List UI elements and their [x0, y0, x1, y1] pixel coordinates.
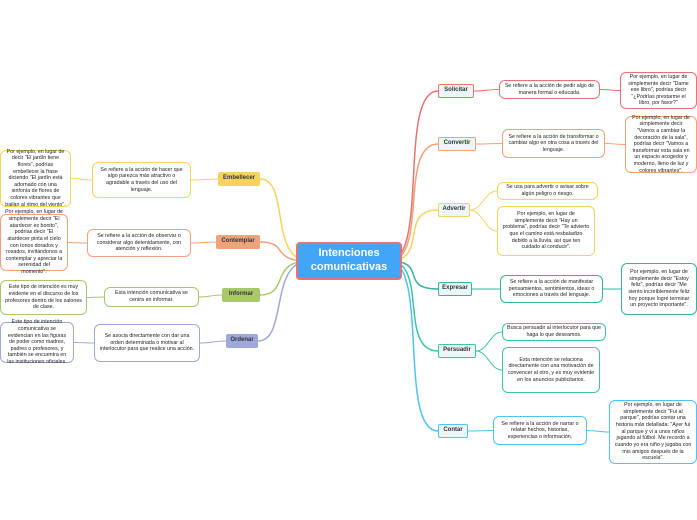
topic-persuadir[interactable]: Persuadir	[438, 344, 476, 358]
example-ordenar[interactable]: Este tipo de intención comunicativa se e…	[0, 319, 74, 365]
definition-informar[interactable]: Esta intención comunicativa se centra en…	[104, 287, 199, 307]
connector-ex-embellecer	[70, 178, 93, 181]
example-embellecer[interactable]: Por ejemplo, en lugar de decir "El jardí…	[0, 149, 71, 208]
example-expresar[interactable]: Por ejemplo, en lugar de simplemente dec…	[621, 263, 697, 315]
connector-def-persuadir	[475, 331, 503, 352]
topic-solicitar[interactable]: Solicitar	[438, 84, 474, 98]
connector-def-contar	[467, 430, 494, 432]
definition-expresar[interactable]: Se refiere a la acción de manifestar pen…	[500, 275, 603, 303]
connector-def-convertir	[475, 143, 503, 145]
connector-def-contemplar	[190, 241, 217, 244]
connector-ex-informar	[86, 296, 105, 298]
connector-contar	[388, 260, 439, 432]
connector-ex-ordenar	[73, 342, 95, 344]
topic-informar[interactable]: Informar	[222, 288, 260, 302]
example-persuadir[interactable]: Esta intención se relaciona directamente…	[502, 347, 600, 393]
example-contar[interactable]: Por ejemplo, en lugar de simplemente dec…	[609, 400, 697, 464]
connector-ex-advertir	[469, 209, 498, 232]
connector-ex-contemplar	[67, 242, 88, 244]
connector-ex-persuadir	[475, 350, 503, 371]
topic-advertir[interactable]: Advertir	[438, 203, 470, 217]
definition-advertir[interactable]: Se usa para advertir o avisar sobre algú…	[497, 182, 598, 200]
example-convertir[interactable]: Por ejemplo, en lugar de simplemente dec…	[625, 115, 697, 174]
connector-def-advertir	[469, 190, 498, 211]
topic-ordenar[interactable]: Ordenar	[226, 334, 258, 348]
central-topic[interactable]: Intenciones comunicativas	[296, 242, 402, 280]
connector-def-informar	[198, 294, 223, 298]
topic-expresar[interactable]: Expresar	[438, 282, 472, 296]
topic-contar[interactable]: Contar	[438, 424, 468, 438]
topic-convertir[interactable]: Convertir	[438, 137, 476, 151]
example-contemplar[interactable]: Por ejemplo, en lugar de simplemente dec…	[0, 209, 68, 275]
connector-def-ordenar	[199, 340, 227, 344]
definition-embellecer[interactable]: Se refiere a la acción de hacer que algo…	[92, 162, 191, 198]
definition-ordenar[interactable]: Se asocia directamente con dar una orden…	[94, 324, 200, 362]
topic-contemplar[interactable]: Contemplar	[216, 235, 260, 249]
connector-ex-contar	[586, 430, 610, 433]
definition-contemplar[interactable]: Se refiere a la acción de observar o con…	[87, 229, 191, 257]
connector-ex-solicitar	[599, 89, 621, 91]
definition-convertir[interactable]: Se refiere a la acción de transformar o …	[502, 129, 605, 158]
definition-persuadir[interactable]: Busca persuadir al interlocutor para que…	[502, 323, 606, 341]
definition-contar[interactable]: Se refiere a la acción de narrar o relat…	[493, 416, 587, 445]
topic-embellecer[interactable]: Embellecer	[218, 172, 260, 186]
connector-ex-convertir	[604, 143, 626, 145]
connector-def-solicitar	[473, 89, 500, 92]
example-informar[interactable]: Este tipo de intención es muy evidente e…	[0, 280, 87, 315]
connector-def-embellecer	[190, 178, 219, 181]
definition-solicitar[interactable]: Se refiere a la acción de pedir algo de …	[499, 80, 600, 99]
example-advertir[interactable]: Por ejemplo, en lugar de simplemente dec…	[497, 206, 595, 256]
example-solicitar[interactable]: Por ejemplo, en lugar de simplemente dec…	[620, 72, 697, 109]
